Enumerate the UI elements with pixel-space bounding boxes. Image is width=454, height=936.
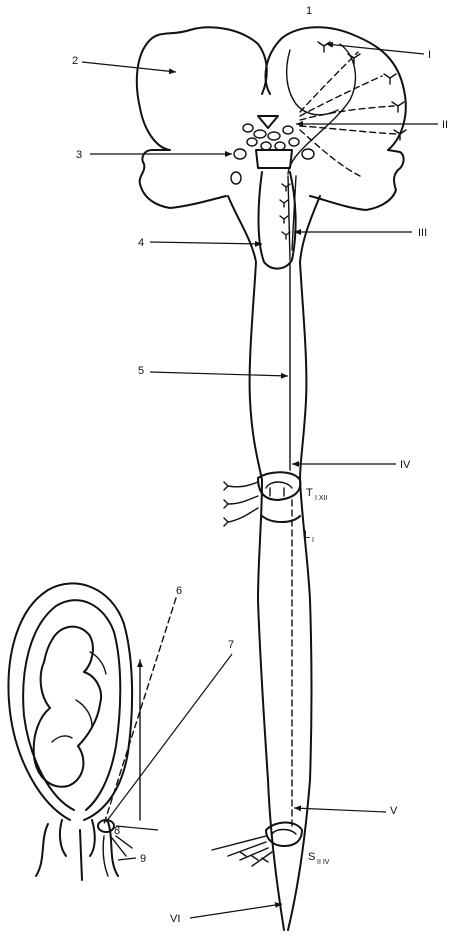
labels: 1 2 3 4 5 6 7 8 9 I II III IV V VI T I X… [72,5,448,925]
spinal-cord [211,195,321,931]
label-9: 9 [140,853,146,865]
brainstem-neurons [279,183,291,240]
thoracic-nerve-root-middle [223,495,259,509]
label-sacral: S [308,851,315,863]
label-sacral-sub: II IV [317,859,330,866]
brain [135,26,407,270]
label-6: 6 [176,585,182,597]
label-2: 2 [72,55,78,67]
leader-2 [81,61,177,75]
right-cortex-fold [285,49,339,116]
leader-I [325,41,425,55]
right-hemisphere [264,26,407,211]
label-thoracic-sub: I XII [315,495,328,502]
label-IV: IV [400,459,411,471]
sacral-nerve-roots [211,835,273,867]
thalamus [257,115,279,129]
cervix [58,819,96,857]
leader-6 [103,597,177,825]
fetus [32,625,102,788]
midbrain [255,149,293,169]
thoracic-nerve-root-lower [223,507,259,527]
leader-9 [117,857,137,861]
label-3: 3 [76,149,82,161]
sacral-segment [211,821,303,867]
vaginal-walls [35,821,119,881]
label-5: 5 [138,365,144,377]
label-lumbar: L [304,529,310,541]
pudendal-nerve-branches [102,835,133,877]
label-lumbar-sub: I [312,537,314,544]
cortical-neurons [317,41,407,141]
fetal-limbs [51,651,107,743]
thalamo-cortical-radiation-3 [299,105,395,121]
uterus-outer-wall [7,582,134,821]
label-8: 8 [114,825,120,837]
thalamo-cortical-radiation-2 [299,75,383,117]
label-4: 4 [138,237,144,249]
left-hemisphere [135,26,268,209]
leader-V [293,805,387,813]
label-7: 7 [228,639,234,651]
label-1: 1 [306,5,312,17]
uterus-with-fetus [7,582,143,881]
brainstem-tract [287,175,297,261]
leader-VI [189,902,283,919]
leader-8 [115,825,159,831]
uterus-inner-wall [22,599,122,811]
label-I: I [428,49,431,61]
brainstem [257,171,297,270]
thoracic-segment [223,471,302,527]
leader-7 [105,653,233,823]
thoracic-nerve-root-upper [223,481,259,491]
thalamo-cortical-radiation-5 [299,129,361,177]
thalamo-cortical-radiation-1 [299,51,359,113]
label-VI: VI [170,913,180,925]
leader-lines [81,41,438,919]
leader-5 [149,371,289,379]
basal-nuclei [230,123,315,185]
label-V: V [390,805,398,817]
label-II: II [442,119,448,131]
label-III: III [418,227,427,239]
thalamo-cortical-radiation-4 [299,125,397,135]
ascending-tract-curve [287,43,357,175]
leader-4 [149,240,263,247]
spinal-cord-right-border [287,195,321,931]
label-thoracic: T [306,487,313,499]
spinal-cord-left-border [227,195,285,931]
